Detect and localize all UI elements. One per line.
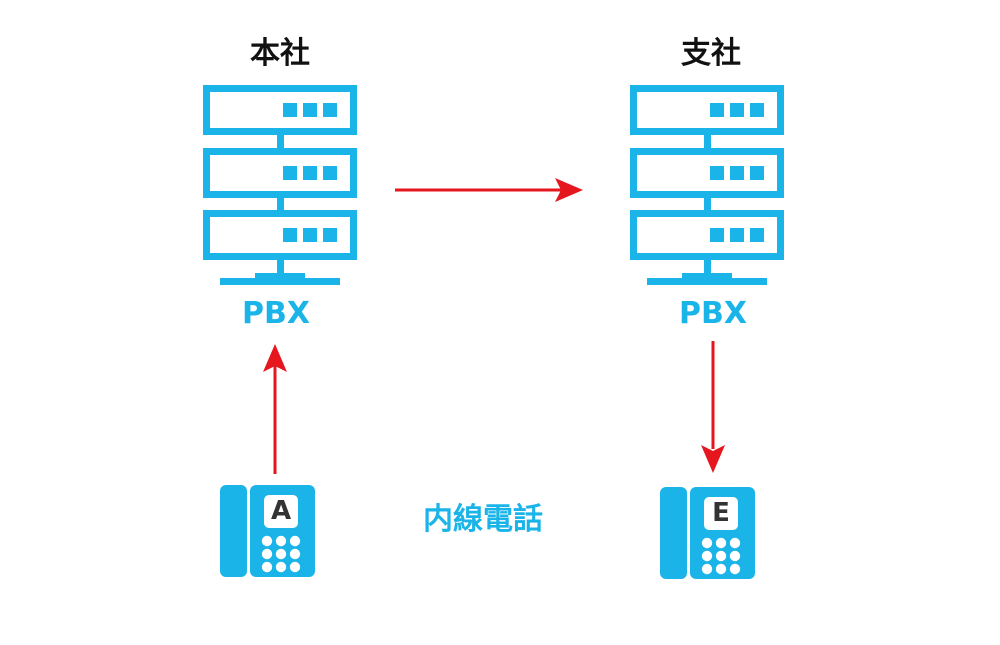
phone-e-icon xyxy=(660,487,755,579)
branch-office-server-icon xyxy=(630,85,784,285)
phone-a-to-pbx-arrow xyxy=(263,344,287,474)
phone-a-letter: A xyxy=(270,496,292,526)
head-office-pbx-label: PBX xyxy=(242,296,310,331)
extension-call-label: 内線電話 xyxy=(423,502,543,537)
pbx-to-pbx-arrow xyxy=(395,178,583,202)
phone-e-letter: E xyxy=(712,498,730,528)
head-office-server-icon xyxy=(203,85,357,285)
pbx-to-phone-e-arrow xyxy=(701,341,725,473)
branch-office-title: 支社 xyxy=(681,36,741,71)
head-office-title: 本社 xyxy=(250,36,310,71)
branch-office-pbx-label: PBX xyxy=(679,296,747,331)
phone-a-icon xyxy=(220,485,315,577)
